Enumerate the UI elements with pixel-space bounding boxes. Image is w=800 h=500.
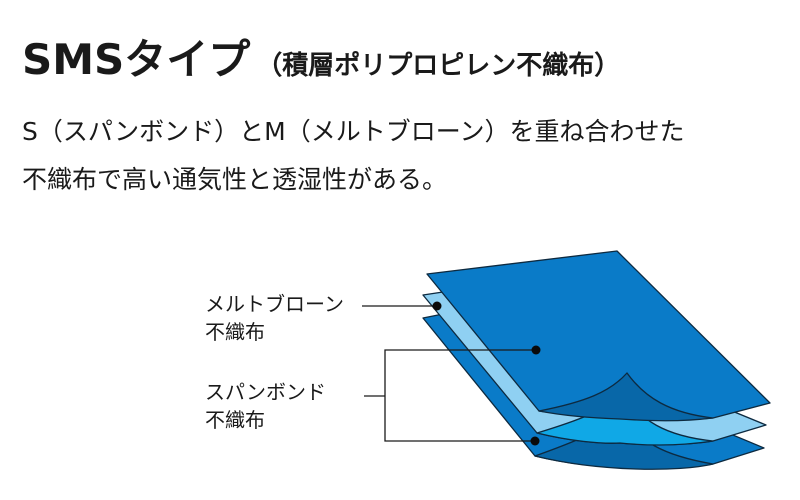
description-line-1: S（スパンボンド）とM（メルトブローン）を重ね合わせた: [22, 117, 685, 146]
top-spunbond-fold: [538, 372, 714, 422]
title-main: SMSタイプ: [22, 35, 251, 84]
spunbond-label: スパンボンド 不織布: [205, 378, 326, 434]
spunbond-label-line-2: 不織布: [205, 408, 265, 432]
meltblown-label-line-2: 不織布: [205, 320, 265, 344]
meltblown-pointer-dot: [432, 301, 442, 311]
top-spunbond-pointer-dot: [531, 345, 541, 355]
description: S（スパンボンド）とM（メルトブローン）を重ね合わせた 不織布で高い通気性と透湿…: [22, 108, 684, 204]
bottom-spunbond-pointer-dot: [530, 436, 540, 446]
description-line-2: 不織布で高い通気性と透湿性がある。: [22, 165, 448, 194]
title-sub: （積層ポリプロピレン不織布）: [256, 51, 621, 81]
meltblown-label: メルトブローン 不織布: [205, 290, 344, 346]
meltblown-label-line-1: メルトブローン: [205, 292, 344, 316]
spunbond-label-line-1: スパンボンド: [205, 380, 326, 404]
page-title: SMSタイプ（積層ポリプロピレン不織布）: [22, 26, 620, 87]
